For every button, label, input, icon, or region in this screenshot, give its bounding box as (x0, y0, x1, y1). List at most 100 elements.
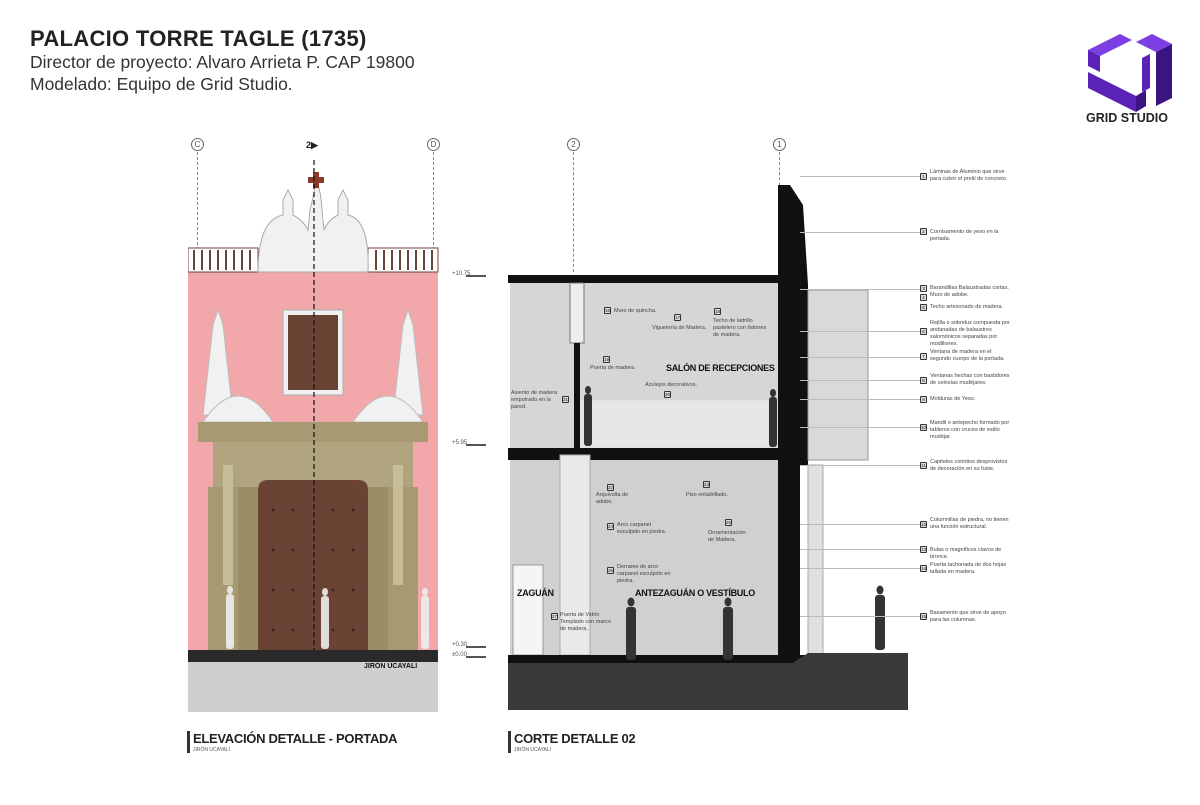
legend-item-15: Basamento que sirve de apoyo para las co… (930, 610, 1006, 623)
view-title-bar (508, 731, 511, 753)
legend-badge: 3 (920, 285, 927, 292)
street-label: JIRÓN UCAYALI (364, 663, 418, 670)
legend-badge: 2 (920, 228, 927, 235)
grid-line-2 (573, 152, 574, 272)
grid-bubble-1: 1 (773, 138, 786, 151)
grid-bubble-d: D (427, 138, 440, 151)
room-label-salon: SALÓN DE RECEPCIONES (666, 363, 775, 373)
legend-badge: 1 (920, 173, 927, 180)
note-derrame: Derrame de arco carpanel esculpido en pi… (617, 564, 671, 584)
legend-badge: 11 (920, 462, 927, 469)
note-badge: 17 (674, 314, 681, 321)
legend-item-14: Puerta tachonada de dos hojas tallada en… (930, 562, 1007, 575)
leader-line (800, 380, 920, 381)
note-badge: 23 (703, 481, 710, 488)
legend-item-9: Molduras de Yeso. (930, 396, 976, 402)
leader-line (800, 399, 920, 400)
grid-line-d (433, 152, 434, 250)
legend-item-7: Ventana de madera en el segundo cuerpo d… (930, 349, 1005, 362)
section-view-subtitle: JIRÓN UCAYALI (514, 747, 552, 753)
note-badge: 24 (607, 523, 614, 530)
leader-line (800, 289, 920, 290)
section-marker-number: 2 (306, 140, 312, 150)
leader-line (800, 568, 920, 569)
elevation-view-title: ELEVACIÓN DETALLE - PORTADA (193, 731, 398, 746)
section-drawing (508, 185, 908, 710)
note-vigueteria: Viguetería de Madera. (652, 325, 707, 331)
legend-badge: 4 (920, 294, 927, 301)
level-5-95: +5.95 (452, 440, 468, 446)
legend-item-6: Rejilla o sobreluz compuesta por andanad… (930, 320, 1010, 347)
leader-line (800, 549, 920, 550)
drawing-title: PALACIO TORRE TAGLE (1735) (30, 26, 367, 51)
level-10-75: +10.75 (452, 271, 471, 277)
note-badge: 21 (562, 396, 569, 403)
legend-item-3: Barandillas Balaustradas cortas. (930, 285, 1009, 291)
leader-line (800, 176, 920, 177)
note-badge: 18 (714, 308, 721, 315)
level-bar (466, 646, 486, 648)
legend-item-13: Bulas o magníficos clavos de bronce. (930, 547, 1002, 560)
grid-studio-logo-icon (1088, 34, 1172, 112)
leader-line (800, 524, 920, 525)
legend-badge: 12 (920, 521, 927, 528)
note-badge: 22 (607, 484, 614, 491)
note-badge: 26 (607, 567, 614, 574)
note-azulejos: Azulejos decorativos. (645, 382, 697, 388)
section-arrow-icon: ▶ (311, 140, 318, 150)
note-puerta-madera: Puerta de madera. (590, 365, 636, 371)
level-bar (466, 275, 486, 277)
legend-badge: 5 (920, 304, 927, 311)
note-techo-ladrillo: Techo de ladrillo pastelero con listones… (713, 318, 767, 338)
director-credit: Director de proyecto: Alvaro Arrieta P. … (30, 52, 415, 72)
legend-badge: 8 (920, 377, 927, 384)
leader-line (800, 465, 920, 466)
legend-item-10: Mandil o antepecho formado por tableros … (930, 420, 1010, 440)
legend-item-12: Columnillas de piedra, no tienen una fun… (930, 517, 1009, 530)
leader-line (800, 331, 920, 332)
logo-text: GRID STUDIO (1086, 111, 1168, 125)
grid-bubble-2: 2 (567, 138, 580, 151)
modeling-credit: Modelado: Equipo de Grid Studio. (30, 74, 293, 94)
legend-item-5: Techo artesonado de madera. (930, 304, 1004, 310)
level-0-00: ±0.00 (452, 652, 467, 658)
leader-line (800, 357, 920, 358)
note-badge: 27 (551, 613, 558, 620)
note-piso: Piso enladrillado. (686, 492, 728, 498)
legend-badge: 10 (920, 424, 927, 431)
note-badge: 19 (603, 356, 610, 363)
elevation-view-subtitle: JIRÓN UCAYALI (193, 747, 231, 753)
room-label-zaguan: ZAGUÁN (517, 588, 554, 598)
section-marker: 2▶ (306, 140, 318, 151)
elevation-drawing (188, 160, 439, 712)
note-puerta-vidrio: Puerta de Vidrio Templado con marco de m… (560, 612, 612, 632)
legend-badge: 6 (920, 328, 927, 335)
note-badge: 25 (725, 519, 732, 526)
legend-item-2: Cornisamento de yeso en la portada. (930, 229, 999, 242)
note-muro-quincha: Muro de quincha. (614, 308, 657, 314)
legend-badge: 15 (920, 613, 927, 620)
note-badge: 16 (604, 307, 611, 314)
leader-line (800, 616, 920, 617)
note-ornamentacion: Ornamentación de Madera. (708, 530, 746, 543)
grid-line-c (197, 152, 198, 250)
legend-badge: 9 (920, 396, 927, 403)
note-asiento: Asiento de madera empotrado en la pared. (511, 390, 558, 410)
level-bar (466, 444, 486, 446)
legend-badge: 7 (920, 353, 927, 360)
room-label-antezaguan: ANTEZAGUÁN O VESTÍBULO (635, 588, 755, 598)
note-arquivolta: Arquivolta de adobe. (596, 492, 629, 505)
view-title-bar (187, 731, 190, 753)
legend-badge: 13 (920, 546, 927, 553)
note-badge: 20 (664, 391, 671, 398)
grid-bubble-c: C (191, 138, 204, 151)
level-bar (466, 656, 486, 658)
legend-item-8: Ventanas hechas con bastidores de celosí… (930, 373, 1010, 386)
legend-item-1: Láminas de Aluminio que sirve para cubri… (930, 169, 1008, 182)
leader-line (800, 427, 920, 428)
legend: 1 Láminas de Aluminio que sirve para cub… (800, 165, 1020, 625)
legend-badge: 14 (920, 565, 927, 572)
legend-item-4: Muro de adobe. (930, 292, 969, 298)
note-arco-carpanel: Arco carpanel esculpido en piedra. (617, 522, 667, 535)
leader-line (800, 232, 920, 233)
